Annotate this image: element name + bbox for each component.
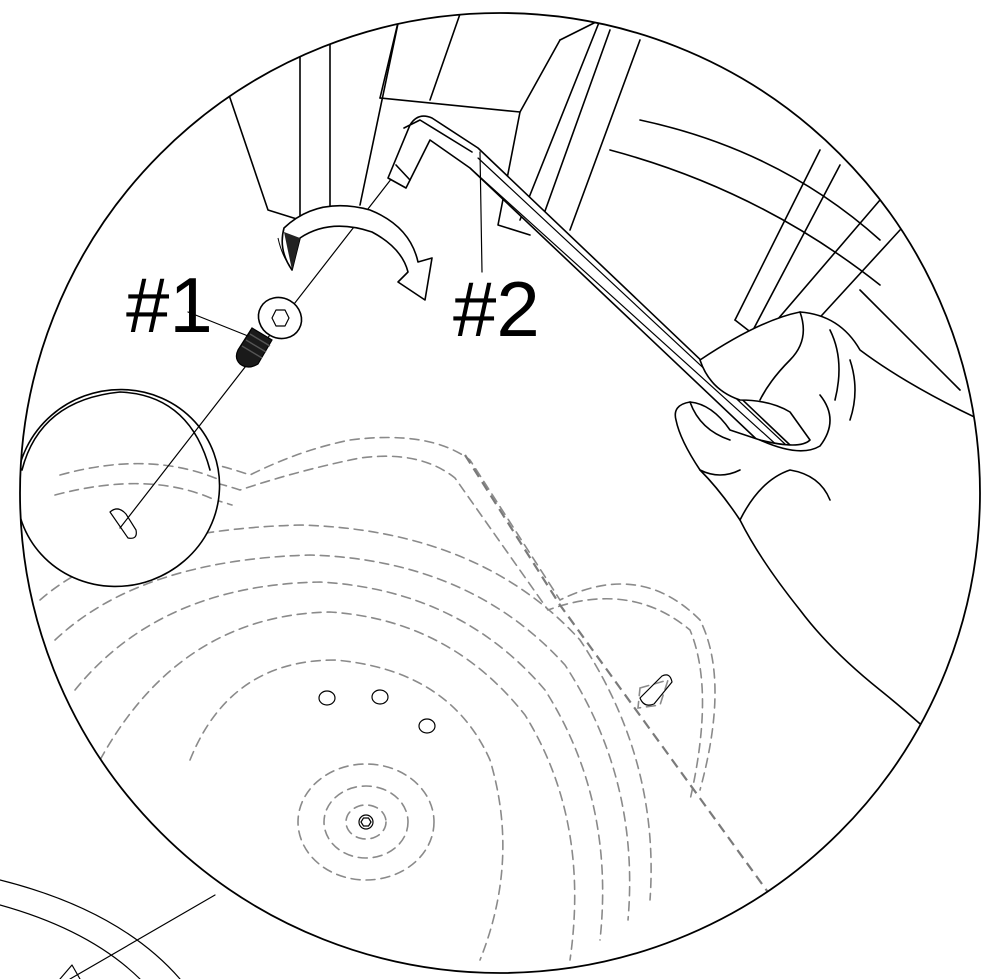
background-machine-outline [0, 879, 216, 979]
detail-view [20, 13, 980, 961]
callout-label-part1: #1 [126, 261, 213, 349]
hand-icon [674, 311, 980, 801]
hole-detail-circle [20, 388, 221, 588]
socket-head-screw [235, 296, 303, 368]
allen-key [387, 115, 791, 453]
frame-panels [39, 13, 961, 391]
hidden-lines-base [39, 436, 771, 961]
magnifier-circle [19, 12, 981, 974]
hex-socket-icon [271, 309, 290, 327]
slot-hole-icon [109, 508, 137, 539]
rotation-arrow-icon [277, 204, 433, 301]
leader-line-part1 [187, 311, 249, 337]
leader-line-part2 [479, 151, 483, 273]
plate-holes [318, 689, 436, 830]
callout-label-part2: #2 [453, 265, 540, 353]
slot-hole-right-icon [639, 674, 673, 706]
hex-socket-center-icon [358, 814, 374, 830]
